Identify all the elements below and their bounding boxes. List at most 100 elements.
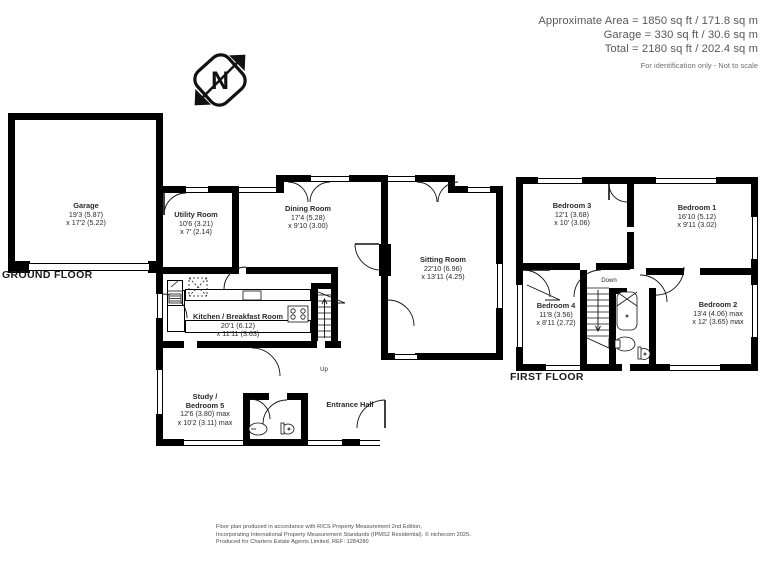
ff-wall-bottom-c xyxy=(610,364,622,371)
gf-study-wall-left-lower xyxy=(156,414,163,446)
room-label-utility-room: Utility Room 10'6 (3.21) x 7' (2.14) xyxy=(174,210,218,237)
gf-left-wall-kitchen-lower xyxy=(156,318,163,348)
garage-wall-bottom-left-stub xyxy=(8,261,30,273)
gf-hall-wall-bottom-a xyxy=(342,439,360,446)
door-swing-dining-a xyxy=(287,181,309,203)
room-dim-2: x 8'11 (2.72) xyxy=(536,318,576,328)
gf-kitchen-bottom-wall xyxy=(156,341,184,348)
ff-wall-top-right xyxy=(716,177,758,184)
gf-study-window-bottom xyxy=(184,440,244,446)
room-label-entrance-hall: Entrance Hall xyxy=(326,400,373,410)
kitchen-worktop-bottom xyxy=(185,320,311,333)
gf-kitchen-window-left xyxy=(157,294,163,318)
stair-winder-first xyxy=(586,337,610,349)
gf-utility-wall-top xyxy=(156,186,186,193)
ff-bed1-window-right xyxy=(752,217,758,259)
room-name: Bedroom 3 xyxy=(552,201,592,210)
room-name: Bedroom 1 xyxy=(677,203,717,212)
gf-dining-window-1 xyxy=(236,187,276,193)
compass-north-label: N xyxy=(211,67,229,95)
ff-landing-wall-left xyxy=(580,270,587,302)
gf-dining-left-wall xyxy=(232,186,239,274)
room-label-bedroom-3: Bedroom 3 12'1 (3.68) x 10' (3.06) xyxy=(552,201,592,228)
kitchen-worktop-top xyxy=(185,289,311,301)
wc-basin-icon xyxy=(248,422,268,436)
stairs-down-label: Down xyxy=(601,277,617,284)
area-summary: Approximate Area = 1850 sq ft / 171.8 sq… xyxy=(538,14,758,73)
gf-sitting-wall-right-upper xyxy=(496,186,503,264)
gf-dining-bottom-stub xyxy=(331,267,338,283)
room-name: Study / xyxy=(192,392,218,401)
gf-wc-wall-left xyxy=(243,393,250,446)
door-swing-study xyxy=(249,398,271,420)
gf-study-window-left xyxy=(157,370,163,414)
room-dim-2: x 17'2 (5.22) xyxy=(66,218,106,228)
garage-wall-top xyxy=(8,113,163,120)
ff-bed1-wall-bottom-b xyxy=(700,268,758,275)
gf-dining-wall-top-b xyxy=(276,175,284,193)
door-swing-hall-sitting xyxy=(387,299,415,327)
gf-wc-wall-right xyxy=(301,393,308,446)
room-name: Bedroom 4 xyxy=(536,301,576,310)
footer-line-3: Produced for Charters Estate Agents Limi… xyxy=(216,539,369,546)
gf-kitchen-bottom-wall-b xyxy=(197,341,317,348)
footer-line-1: Floor plan produced in accordance with R… xyxy=(216,524,422,530)
room-dim-1: 11'8 (3.56) xyxy=(539,309,573,319)
ff-bed1-wall-bottom xyxy=(646,268,684,275)
room-name: Sitting Room xyxy=(420,255,466,264)
compass-rose-icon: N xyxy=(193,53,247,107)
footer-line-2: Incorporating International Property Mea… xyxy=(216,531,471,538)
room-name-alt: Bedroom 5 xyxy=(185,400,225,410)
ff-bed3-window-top xyxy=(538,178,582,184)
gf-sitting-wall-bottom xyxy=(415,353,503,360)
ff-cupboard-marker xyxy=(526,284,561,301)
room-label-bedroom-1: Bedroom 1 16'10 (5.12) x 9'11 (3.02) xyxy=(677,203,717,230)
room-name: Bedroom 2 xyxy=(698,300,738,309)
door-swing-kitchen-hall xyxy=(251,347,281,377)
gf-stairs-wall-top xyxy=(311,283,338,289)
gf-sitting-wall-top-b xyxy=(448,186,468,193)
room-dim-2: x 10' (3.06) xyxy=(554,218,590,228)
gf-hall-window-bottom xyxy=(308,440,342,446)
gf-spine-wall-upper xyxy=(381,175,388,244)
ff-wall-top-mid xyxy=(582,177,656,184)
room-dim-1: 22'10 (6.96) xyxy=(423,263,463,273)
gf-wc-wall-top xyxy=(243,393,269,400)
gf-stairs-wall-left xyxy=(311,283,318,341)
ff-wall-right-upper xyxy=(751,177,758,217)
room-label-garage: Garage 19'3 (5.87) x 17'2 (5.22) xyxy=(66,201,106,228)
door-swing-bedroom-3 xyxy=(573,269,602,298)
room-dim-2: x 7' (2.14) xyxy=(180,227,212,237)
room-name: Kitchen / Breakfast Room xyxy=(193,312,283,321)
door-swing-bedroom-3-top xyxy=(608,183,628,203)
garage-wall-left xyxy=(8,113,15,273)
gf-stairs-wall-right xyxy=(331,283,338,341)
gf-hall-window-bottom-2 xyxy=(360,440,380,446)
ff-bed2-window-right xyxy=(752,285,758,337)
ff-wall-left-upper xyxy=(516,177,523,285)
gf-utility-wall-left xyxy=(156,186,163,274)
ground-stairs-treads xyxy=(318,294,331,338)
room-dim-2: x 9'11 (3.02) xyxy=(677,220,717,230)
gf-sitting-wall-right-lower xyxy=(496,308,503,360)
garage-wall-right xyxy=(156,113,163,213)
ff-wall-bottom-a xyxy=(516,364,546,371)
ff-bathroom-wall-left xyxy=(609,288,616,371)
wc-toilet-icon xyxy=(280,422,295,435)
approximate-area-text: Approximate Area = 1850 sq ft / 171.8 sq… xyxy=(538,15,758,27)
gf-wc-wall-top-b xyxy=(287,393,308,400)
door-swing-dining-sitting xyxy=(354,243,382,271)
bathroom-bath-icon xyxy=(616,291,638,331)
ff-wall-top-left xyxy=(516,177,538,184)
gf-study-wall-bottom-b xyxy=(244,439,266,446)
footer-text-block: Floor plan produced in accordance with R… xyxy=(216,524,471,547)
ff-bed3-wall-right-top xyxy=(627,177,634,205)
ff-bed3-wall-right-bot xyxy=(627,232,634,269)
gf-sitting-window-top-1 xyxy=(385,176,415,182)
room-name: Dining Room xyxy=(285,204,331,213)
room-dim-1: 12'1 (3.68) xyxy=(554,209,590,219)
room-dim-2: x 9'10 (3.00) xyxy=(288,221,328,231)
room-dim-1: 20'1 (6.12) xyxy=(220,320,256,330)
ff-bed3-wall-bottom xyxy=(516,263,580,270)
